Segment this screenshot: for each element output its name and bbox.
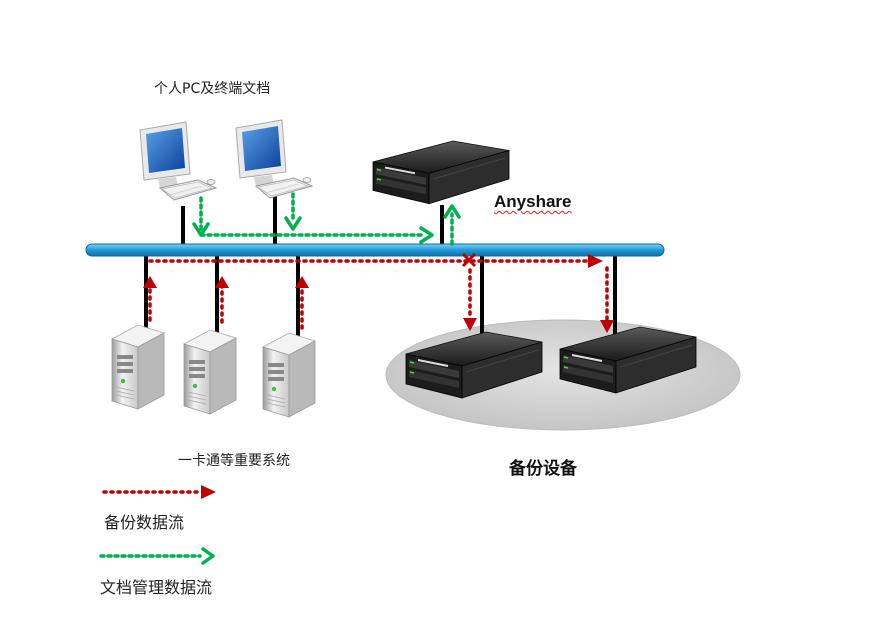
anyshare-label: Anyshare bbox=[494, 192, 572, 211]
tower-server-icon bbox=[262, 332, 316, 418]
legend-doc-line bbox=[99, 547, 215, 565]
systems-group-label: 一卡通等重要系统 bbox=[178, 453, 290, 469]
legend-doc-label: 文档管理数据流 bbox=[100, 578, 213, 597]
pc-group-label: 个人PC及终端文档 bbox=[154, 81, 271, 97]
tower-server-icon bbox=[183, 329, 237, 415]
desktop-computer-icon bbox=[235, 119, 313, 199]
backup-group-label: 备份设备 bbox=[509, 459, 577, 479]
tower-server-icon bbox=[111, 324, 165, 410]
legend-backup-line bbox=[102, 485, 216, 499]
desktop-computer-icon bbox=[139, 121, 217, 201]
doc-flow-arrows bbox=[192, 192, 461, 246]
network-links bbox=[144, 196, 617, 340]
rack-server-icon bbox=[372, 140, 510, 205]
backup-flow-arrows bbox=[143, 252, 614, 333]
legend-backup-label: 备份数据流 bbox=[104, 513, 185, 532]
network-bus bbox=[85, 243, 665, 257]
legend bbox=[99, 485, 216, 565]
